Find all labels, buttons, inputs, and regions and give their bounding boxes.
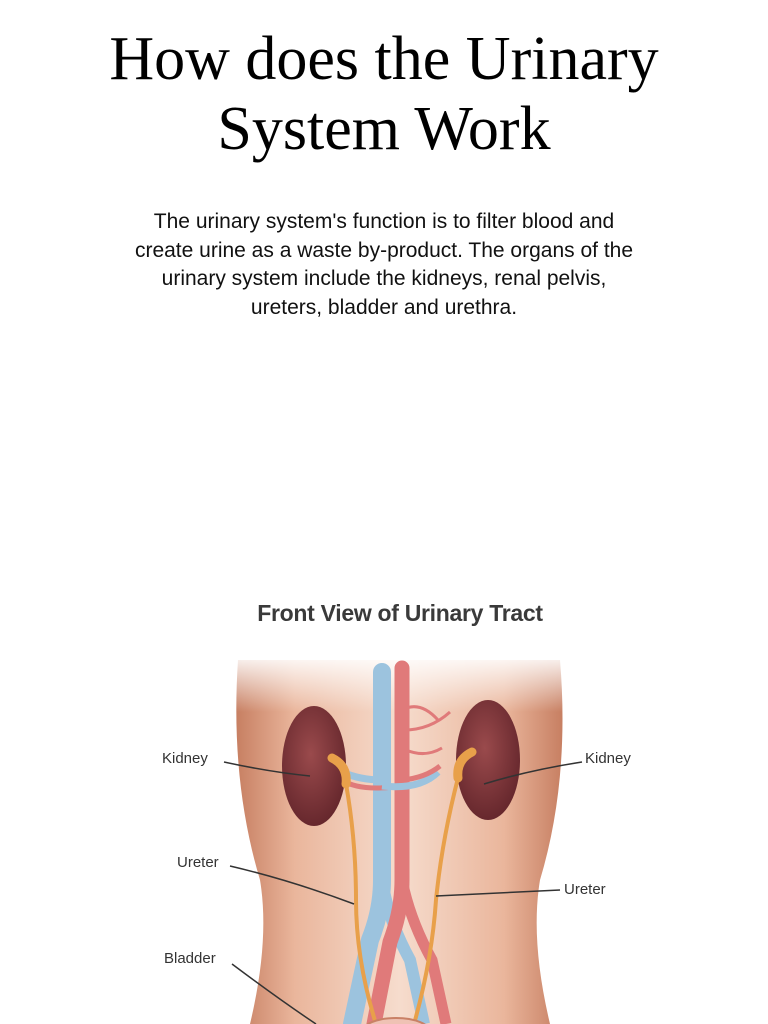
leader-bladder (231, 963, 317, 1024)
page-title: How does the Urinary System Work (0, 24, 768, 164)
title-line-1: How does the Urinary (109, 25, 659, 93)
label-bladder: Bladder (164, 950, 216, 967)
ureter-right (412, 777, 460, 1024)
intro-paragraph: The urinary system's function is to filt… (84, 208, 684, 322)
label-kidney-right: Kidney (585, 750, 631, 767)
leader-kidney-right (483, 761, 583, 785)
label-ureter-left: Ureter (177, 854, 219, 871)
intro-line-1: The urinary system's function is to filt… (153, 210, 615, 233)
intro-line-2: create urine as a waste by-product. The … (134, 238, 634, 262)
ureter-left (344, 783, 378, 1024)
kidney-left-shape (282, 706, 346, 826)
label-ureter-right: Ureter (564, 881, 606, 898)
leader-ureter-right (435, 889, 561, 897)
title-line-2: System Work (217, 95, 551, 163)
label-kidney-left: Kidney (162, 750, 208, 767)
intro-line-4: ureters, bladder and urethra. (250, 295, 518, 319)
figure-title: Front View of Urinary Tract (257, 600, 543, 626)
urinary-tract-illustration (220, 652, 583, 1024)
leader-kidney-left (223, 761, 311, 777)
intro-line-3: urinary system include the kidneys, rena… (161, 267, 607, 290)
urinary-tract-figure: Front View of Urinary Tract (120, 580, 680, 1024)
leader-ureter-left (229, 865, 355, 905)
kidney-right-shape (456, 700, 520, 820)
bladder-shape (366, 1017, 426, 1024)
